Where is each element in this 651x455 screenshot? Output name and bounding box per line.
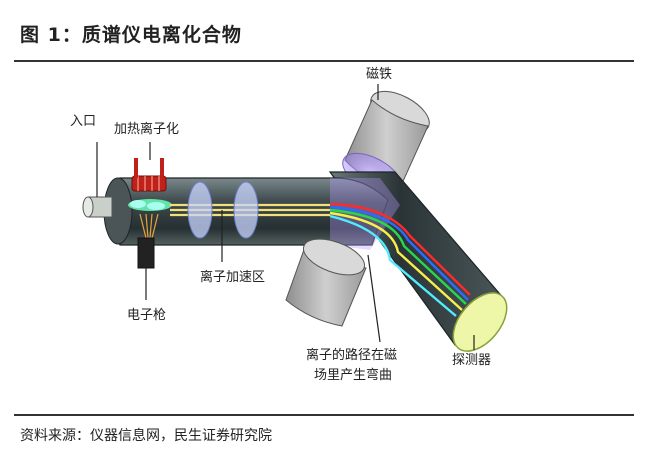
label-ion-acceleration: 离子加速区 [200,269,265,285]
ion-cloud [128,199,172,211]
label-heating-ionization: 加热离子化 [114,121,179,137]
label-ion-path-line2: 场里产生弯曲 [314,367,392,383]
source-note: 资料来源：仪器信息网，民生证券研究院 [20,428,272,444]
ion-path-yellow [329,211,463,311]
accelerator-plate-1 [187,181,213,239]
label-electron-gun: 电子枪 [127,307,166,323]
label-detector: 探测器 [452,353,491,368]
ion-path-red [329,202,471,296]
electron-gun [137,237,155,300]
ion-path-cyan [329,214,457,317]
ion-paths [329,202,471,317]
label-ion-path-line1: 离子的路径在磁 [306,347,397,363]
label-magnet: 磁铁 [366,67,392,82]
figure-title: 图 1：质谱仪电离化合物 [20,24,242,46]
detector [452,292,508,352]
label-inlet: 入口 [70,114,96,129]
ion-path-pointer [367,254,381,343]
ion-path-blue [329,205,469,301]
accelerator-plate-2 [233,181,259,239]
inlet-pipe [82,142,113,218]
magnetic-field-region [330,178,400,250]
electron-beam [139,213,159,239]
heating-filament [131,142,167,192]
ion-path-green [329,208,467,305]
top-rule [14,60,634,62]
bottom-rule [14,414,634,416]
lower-magnet [285,238,367,327]
